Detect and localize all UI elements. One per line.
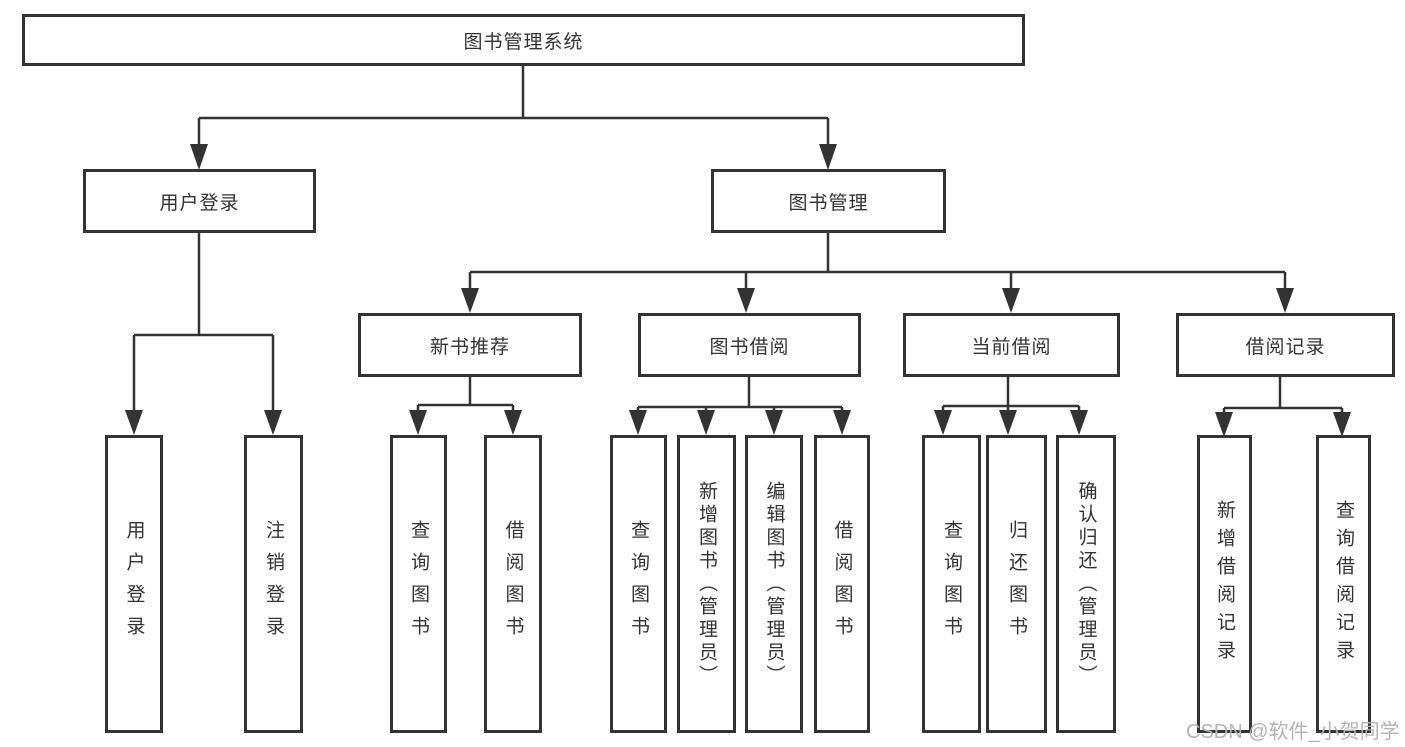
leaf-label: 新增借阅记录: [1214, 500, 1235, 668]
node-borrow-record: 借阅记录: [1176, 313, 1395, 377]
leaf-query-book-borrowgroup: 查询图书: [610, 435, 667, 733]
leaf-add-book-admin: 新增图书（管理员）: [677, 435, 736, 733]
leaf-label: 查询图书: [941, 520, 962, 648]
leaf-query-book-newbook: 查询图书: [390, 435, 447, 733]
leaf-borrow-book-newbook: 借阅图书: [484, 435, 542, 733]
connector-root-to-level2: [197, 66, 830, 146]
arrowheads-newbook-leaves: [409, 410, 522, 435]
leaf-label: 注销登录: [263, 520, 284, 648]
node-label: 图书借阅: [709, 336, 790, 358]
leaf-confirm-return-admin: 确认归还（管理员）: [1056, 435, 1116, 733]
leaf-label: 归还图书: [1006, 520, 1027, 648]
leaf-label: 借阅图书: [831, 520, 853, 648]
leaf-add-borrow-record: 新增借阅记录: [1197, 435, 1252, 733]
node-book-management: 图书管理: [711, 169, 946, 233]
arrowheads-bookborrow-leaves: [629, 410, 851, 435]
node-label: 图书管理: [788, 192, 869, 214]
arrowheads-userlogin-leaves: [125, 410, 282, 435]
leaf-borrow-book-borrowgroup: 借阅图书: [814, 435, 870, 733]
connector-bookborrow-to-leaves: [636, 377, 844, 412]
leaf-label: 编辑图书（管理员）: [763, 480, 785, 688]
leaf-label: 新增图书（管理员）: [696, 480, 717, 688]
node-label: 用户登录: [159, 192, 240, 214]
leaf-edit-book-admin: 编辑图书（管理员）: [745, 435, 803, 733]
connector-newbook-to-leaves: [416, 377, 515, 412]
connector-borrowrecord-to-leaves: [1222, 377, 1344, 414]
node-label: 新书推荐: [429, 336, 510, 358]
arrowheads-level3: [461, 288, 1294, 313]
connector-currentborrow-to-leaves: [941, 377, 1081, 412]
leaf-query-borrow-record: 查询借阅记录: [1316, 435, 1371, 733]
leaf-label: 查询借阅记录: [1333, 500, 1354, 668]
arrowheads-level2: [190, 144, 837, 170]
leaf-return-book: 归还图书: [986, 435, 1047, 733]
node-user-login: 用户登录: [83, 169, 316, 233]
node-current-borrow: 当前借阅: [903, 313, 1120, 377]
leaf-user-login: 用户登录: [105, 435, 163, 733]
node-label: 借阅记录: [1245, 336, 1326, 358]
csdn-watermark: CSDN @软件_小贺同学: [1186, 721, 1400, 743]
node-new-book-recommend: 新书推荐: [358, 313, 582, 377]
leaf-label: 借阅图书: [502, 520, 524, 648]
connector-bookmgmt-to-level3: [468, 233, 1287, 290]
arrowheads-currentborrow-leaves: [934, 410, 1088, 435]
leaf-label: 用户登录: [123, 520, 145, 648]
leaf-label: 查询图书: [628, 520, 649, 648]
node-label: 当前借阅: [971, 336, 1052, 358]
leaf-label: 查询图书: [408, 520, 429, 648]
node-library-management-system: 图书管理系统: [22, 14, 1025, 66]
node-label: 图书管理系统: [463, 31, 584, 53]
leaf-logout: 注销登录: [244, 435, 303, 733]
arrowheads-borrowrecord-leaves: [1215, 412, 1351, 437]
leaf-query-book-currentgroup: 查询图书: [922, 435, 981, 733]
leaf-label: 确认归还（管理员）: [1075, 480, 1097, 688]
node-book-borrow: 图书借阅: [638, 313, 861, 377]
connector-userlogin-to-leaves: [132, 232, 275, 412]
